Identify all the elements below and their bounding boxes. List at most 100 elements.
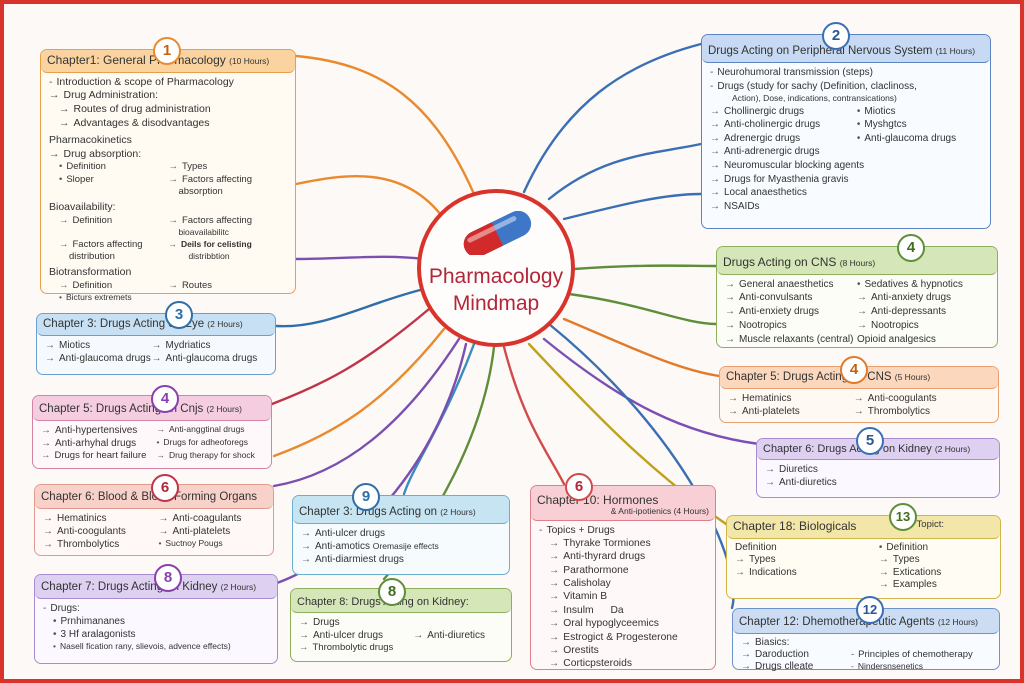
item-adrenergic: Adrenergic drugs bbox=[724, 132, 801, 144]
item-drugs-for: Drugs for adheoforegs bbox=[163, 436, 248, 447]
node-drugs-acting-on-cns-ch5: Chapter 5: Drugs Acting on CNS (5 Hours)… bbox=[719, 366, 999, 423]
node-title-text: Chapter 18: Biologicals bbox=[733, 519, 857, 533]
item-corticosteroids: Corticpsteroids bbox=[563, 658, 632, 670]
item-parathormone: Parathormone bbox=[563, 564, 629, 576]
item-types: Types bbox=[181, 161, 208, 173]
connector-ch1-b bbox=[294, 175, 446, 221]
item-thrombolytics: Thrombolytics bbox=[57, 538, 120, 550]
item-hematinics: Hematinics bbox=[742, 392, 792, 404]
node-hours: (11 Hours) bbox=[935, 46, 976, 56]
item-miotics: Miotics bbox=[59, 339, 91, 351]
item-myasthenia: Drugs for Myasthenia gravis bbox=[724, 173, 849, 185]
connector-ch5l bbox=[270, 307, 431, 406]
item-heart-failure: Drugs for heart failure bbox=[54, 449, 147, 461]
node-title-text: Chapter 6: Drugs Acting on Kidney bbox=[763, 443, 932, 455]
item-definition: Definition bbox=[72, 215, 113, 227]
chapter-badge: 13 bbox=[889, 503, 917, 531]
item-types: Types bbox=[892, 554, 920, 566]
node-title-text: Drugs Acting on Peripheral Nervous Syste… bbox=[708, 45, 933, 57]
item-routes: Routes bbox=[181, 279, 213, 291]
item-definition: Definition bbox=[886, 541, 929, 553]
node-hours: (8 Hours) bbox=[839, 258, 876, 268]
item-nootropics: Nootropics bbox=[739, 319, 787, 331]
topic-basics: Biasics: bbox=[755, 636, 790, 648]
node-chapter7-kidney: Chapter 7: Drugs Acting on Kidney (2 Hou… bbox=[34, 574, 278, 664]
item-suctnoy: Suctnoy Pougs bbox=[165, 537, 223, 548]
node-hours: (5 Hours) bbox=[894, 372, 931, 382]
capsule-icon bbox=[463, 211, 532, 255]
node-title-text: Chapter 3: Drugs Acting on Eye bbox=[43, 318, 205, 330]
item-nootropics: Nootropics bbox=[871, 319, 919, 331]
connector-ch5l-b bbox=[272, 327, 446, 458]
chapter-badge: 6 bbox=[151, 474, 179, 502]
item-factors: Factors affecting bbox=[181, 215, 252, 227]
node-hours: (2 Hours) bbox=[440, 507, 476, 517]
item-thyroid-hormones: Thyrake Tormiones bbox=[563, 537, 651, 549]
item-opioid-analgesics: Opioid analgesics bbox=[857, 333, 936, 345]
node-title-text: Chapter 6: Blood & Blood Forming Organs bbox=[41, 491, 258, 503]
connector-cns bbox=[572, 264, 718, 271]
item-factors: Factors affecting bbox=[181, 173, 252, 185]
node-title-text: Chapter 10: Hormones bbox=[537, 493, 659, 507]
item-antiulcer: Anti-ulcer drugs bbox=[315, 527, 386, 539]
item-antidiuretics: Anti-diuretics bbox=[779, 477, 837, 489]
item-drugs-classification: Drugs clleate bbox=[755, 660, 814, 672]
item-muscle-relaxants: Muscle relaxants (central) bbox=[739, 333, 854, 345]
item-neuromuscular: Neuromuscular blocking agents bbox=[724, 160, 865, 172]
item-antiglaucoma: Anti-glaucoma drugs bbox=[165, 352, 258, 364]
node-chemotherapeutic-agents: Chapter 12: Dhemotherapeutic Agents (12 … bbox=[732, 608, 1000, 672]
item-antiarrhythmic: Anti-arhyhal drugs bbox=[55, 437, 137, 449]
item-distribution: distribution bbox=[69, 250, 115, 262]
item-genetics: Nindersnsenetics bbox=[857, 660, 924, 671]
topic-biotransformation: Biotransformation bbox=[49, 266, 132, 279]
node-title-text: Drugs Acting on CNS bbox=[723, 255, 837, 269]
item-oxytocics: Orestits bbox=[563, 644, 599, 656]
node-drugs-acting-on-gi: Chapter 3: Drugs Acting on (2 Hours) →An… bbox=[292, 495, 510, 575]
item-antiulcer: Anti-ulcer drugs bbox=[313, 630, 384, 642]
connector-pns bbox=[522, 42, 703, 194]
item-deils: Deils for celisting bbox=[180, 238, 252, 249]
item-antienxiety: Anti-enxiety drugs bbox=[739, 306, 820, 318]
node-title-text: Chapter 3: Drugs Acting on bbox=[299, 506, 438, 518]
item-factors-distribution: Factors affecting bbox=[72, 238, 143, 250]
node-peripheral-nervous-system: Drugs Acting on Peripheral Nervous Syste… bbox=[701, 34, 991, 229]
connector-ch10 bbox=[502, 345, 566, 486]
item-types: Types bbox=[749, 554, 776, 566]
topic-neurohumoral: Neurohumoral transmission (steps) bbox=[717, 66, 873, 78]
item-calcitonin: Calisholay bbox=[563, 578, 611, 590]
item-antihypertensives: Anti-hypertensives bbox=[55, 424, 138, 436]
connector-cns-b bbox=[567, 292, 718, 326]
topic-pharmacokinetics: Pharmacokinetics bbox=[49, 134, 132, 147]
item-indications: Extications bbox=[892, 566, 942, 578]
node-biologicals: Chapter 18: Biologicals-Topict: Definiti… bbox=[726, 515, 1001, 599]
item-diuretics: Diuretics bbox=[779, 464, 818, 476]
item-examples: Examples bbox=[892, 579, 937, 591]
item-antidepressants: Anti-depressants bbox=[871, 306, 947, 318]
item-vitamin: Vitamin B bbox=[563, 591, 608, 603]
chapter-badge: 6 bbox=[565, 473, 593, 501]
topic-drugs: Drugs: bbox=[50, 602, 80, 614]
item-antianginal: Anti-anggtinal drugs bbox=[168, 423, 245, 434]
item-estrogen: Estrogict & Progesterone bbox=[563, 631, 678, 643]
chapter-badge: 5 bbox=[856, 427, 884, 455]
item-mydriatics: Myshgtcs bbox=[864, 119, 907, 131]
item-bicturs: Bicturs extremets bbox=[65, 292, 132, 303]
item-effects: Oremasije effects bbox=[372, 540, 439, 551]
item-factors-cont: absorption bbox=[178, 186, 223, 198]
subtopic-routes: Routes of drug administration bbox=[73, 102, 211, 115]
item-antidiarrheal: Anti-diarmiest drugs bbox=[315, 553, 404, 565]
item-definition: Definition bbox=[66, 161, 106, 173]
item-antithyroid: Anti-thyrard drugs bbox=[563, 551, 646, 563]
item-distribution: distribbtion bbox=[188, 250, 230, 261]
item-anticoagulants: Anti-coagulants bbox=[172, 512, 242, 524]
item-thrombolytics: Thrombolytics bbox=[867, 405, 930, 417]
item-antiglaucoma: Anti-glaucoma drugs bbox=[59, 352, 151, 364]
node-hours: (10 Hours) bbox=[229, 56, 270, 66]
item-shock-therapy: Drug therapy for shock bbox=[168, 449, 255, 460]
item-anticonvulsants: Anti-convulsants bbox=[739, 292, 813, 304]
item-antidiuretics: Anti-diuretics bbox=[427, 630, 486, 642]
item-introduction: Daroduction bbox=[755, 648, 809, 660]
chapter-badge: 8 bbox=[378, 578, 406, 606]
